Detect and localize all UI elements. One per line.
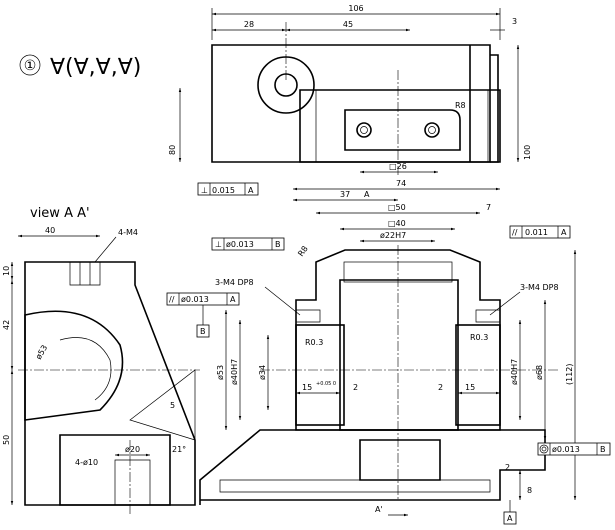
section-view: view A A' 40 4-M4 ø53 10 42 50 4-ø10 ø20… xyxy=(2,206,200,515)
label-4m4: 4-M4 xyxy=(118,228,138,237)
par-ref-2: A xyxy=(230,295,236,304)
view-label: view A A' xyxy=(30,206,90,221)
perp-frame-2: ⊥ ø0.013 B xyxy=(211,237,285,251)
dim-r03-left: R0.3 xyxy=(305,338,323,347)
dim-phi10: 4-ø10 xyxy=(75,458,98,467)
dim-r03-right: R0.3 xyxy=(470,333,488,342)
roughness-symbol-text: ∀(∀,∀,∀) xyxy=(50,55,141,80)
dim-15-right: 15 xyxy=(465,383,475,392)
roughness-header: ① ∀(∀,∀,∀) xyxy=(19,54,141,80)
dim-r8-top: R8 xyxy=(455,101,466,110)
par-tol-2: ø0.013 xyxy=(181,295,209,304)
par-tol-1: 0.011 xyxy=(525,228,548,237)
svg-text://: // xyxy=(512,228,518,237)
svg-text://: // xyxy=(169,295,175,304)
dim-r53: ø53 xyxy=(34,343,49,361)
dim-50-square: □50 xyxy=(388,203,406,212)
dim-21deg: 21° xyxy=(172,445,186,454)
perp-tol-1: 0.015 xyxy=(212,186,235,195)
svg-text:⊥: ⊥ xyxy=(215,240,222,249)
perp-frame-1: ⊥ 0.015 A xyxy=(197,182,259,196)
front-view: ⊥ 0.015 A 74 37 A □50 7 □40 ø22H7 // 0.0… xyxy=(166,179,611,525)
dim-phi53: ø53 xyxy=(216,365,225,380)
dim-3: 3 xyxy=(512,17,517,26)
dim-112: (112) xyxy=(565,363,574,385)
dim-106: 106 xyxy=(348,4,363,13)
circled-number: ① xyxy=(24,58,37,74)
dim-40h7-right: ø40H7 xyxy=(510,359,519,385)
dim-100: 100 xyxy=(523,145,532,160)
dim-80: 80 xyxy=(168,145,177,155)
dim-a-marker: A xyxy=(364,190,370,199)
dim-45: 45 xyxy=(343,20,353,29)
dim-2-base: 2 xyxy=(505,463,510,472)
parallel-frame-1: // 0.011 A xyxy=(509,225,571,239)
par-ref-1: A xyxy=(561,228,567,237)
dim-40-square: □40 xyxy=(388,219,406,228)
dim-50: 50 xyxy=(2,435,11,445)
dim-2-right: 2 xyxy=(438,383,443,392)
conc-tol: ø0.013 xyxy=(552,445,580,454)
dim-74: 74 xyxy=(396,179,406,188)
dim-r8-front: R8 xyxy=(296,244,309,258)
dim-22h7: ø22H7 xyxy=(380,231,406,240)
concentricity-frame: ø0.013 B xyxy=(537,442,611,456)
label-m4-left: 3-M4 DP8 xyxy=(215,278,254,287)
dim-26-box: □26 xyxy=(389,162,407,171)
datum-a: A xyxy=(507,514,513,523)
top-view: 106 28 45 3 R8 □26 80 100 xyxy=(168,4,532,175)
conc-ref: B xyxy=(600,445,606,454)
parallel-frame-2: // ø0.013 A B xyxy=(166,292,240,338)
perp-ref-2: B xyxy=(275,240,281,249)
dim-2-left: 2 xyxy=(353,383,358,392)
dim-8: 8 xyxy=(527,486,532,495)
dim-40-left: 40 xyxy=(45,226,55,235)
dim-5: 5 xyxy=(170,401,175,410)
perp-ref-1: A xyxy=(248,186,254,195)
label-m4-right: 3-M4 DP8 xyxy=(520,283,559,292)
dim-28: 28 xyxy=(244,20,254,29)
dim-15-tol: +0.05 0 xyxy=(316,381,336,387)
section-a-prime: A' xyxy=(375,505,383,514)
svg-text:⊥: ⊥ xyxy=(201,186,208,195)
dim-15-left: 15 xyxy=(302,383,312,392)
dim-40h7-left: ø40H7 xyxy=(230,359,239,385)
dim-37: 37 xyxy=(340,190,350,199)
dim-phi68: ø68 xyxy=(535,365,544,380)
dim-phi20: ø20 xyxy=(125,445,140,454)
datum-b: B xyxy=(200,327,206,336)
dim-42: 42 xyxy=(2,320,11,330)
dim-7: 7 xyxy=(486,203,491,212)
perp-tol-2: ø0.013 xyxy=(226,240,254,249)
dim-phi34: ø34 xyxy=(258,365,267,380)
dim-10: 10 xyxy=(2,266,11,276)
